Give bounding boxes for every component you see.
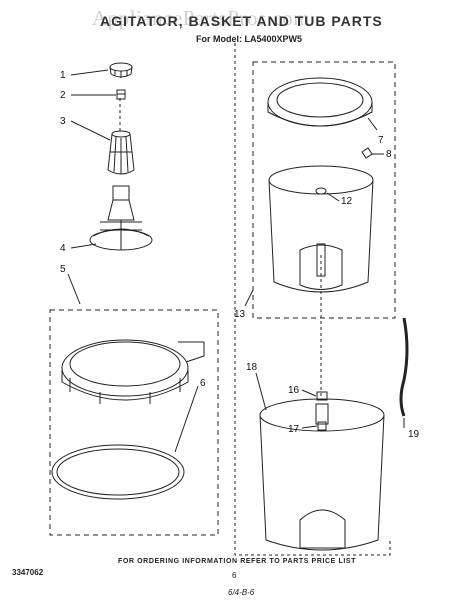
group-13-outline: [252, 61, 396, 319]
leader-4: [70, 243, 97, 249]
callout-19: 19: [408, 429, 420, 440]
fastener-part: [116, 89, 126, 100]
revision-date: 6/4-B-6: [228, 588, 255, 597]
callout-7: 7: [378, 135, 384, 146]
callout-8: 8: [386, 149, 392, 160]
leader-16: [301, 389, 317, 397]
tub-seal-part: [51, 444, 185, 500]
spin-basket-part: [268, 165, 374, 293]
callout-5: 5: [60, 264, 66, 275]
leader-18: [255, 372, 267, 411]
callout-2: 2: [60, 90, 66, 101]
leader-13: [244, 289, 254, 307]
diagram-title: AGITATOR, BASKET AND TUB PARTS: [100, 13, 383, 29]
assembly-centerline: [234, 43, 391, 556]
leader-17: [301, 425, 318, 429]
callout-13: 13: [234, 309, 246, 320]
leader-7: [367, 117, 378, 131]
callout-16: 16: [288, 385, 300, 396]
callout-12: 12: [341, 196, 353, 207]
agitator-base-part: [89, 185, 153, 251]
ordering-note: FOR ORDERING INFORMATION REFER TO PARTS …: [118, 558, 357, 565]
hub-parts: [316, 391, 328, 431]
page-number: 6: [232, 571, 237, 580]
leader-3: [70, 120, 111, 141]
leader-6: [174, 385, 199, 453]
tub-ring-part: [61, 339, 205, 404]
retaining-clip-part: [361, 147, 373, 159]
overflow-hose-part: [399, 317, 409, 417]
callout-6: 6: [200, 378, 206, 389]
leader-1: [70, 69, 109, 76]
callout-18: 18: [246, 362, 258, 373]
balance-ring-part: [267, 77, 373, 127]
watermark-text: AppliancePartsPros.com: [92, 6, 311, 30]
leader-5: [67, 273, 81, 305]
leader-12: [326, 192, 340, 202]
agitator-cap-part: [109, 62, 133, 78]
agitator-auger-part: [107, 130, 135, 175]
callout-4: 4: [60, 243, 66, 254]
callout-17: 17: [288, 424, 300, 435]
callout-1: 1: [60, 70, 66, 81]
model-number: For Model: LA5400XPW5: [196, 34, 303, 44]
callout-3: 3: [60, 116, 66, 127]
group-5-outline: [49, 309, 219, 536]
outer-tub-part: [259, 398, 385, 551]
document-number: 3347062: [12, 568, 44, 577]
